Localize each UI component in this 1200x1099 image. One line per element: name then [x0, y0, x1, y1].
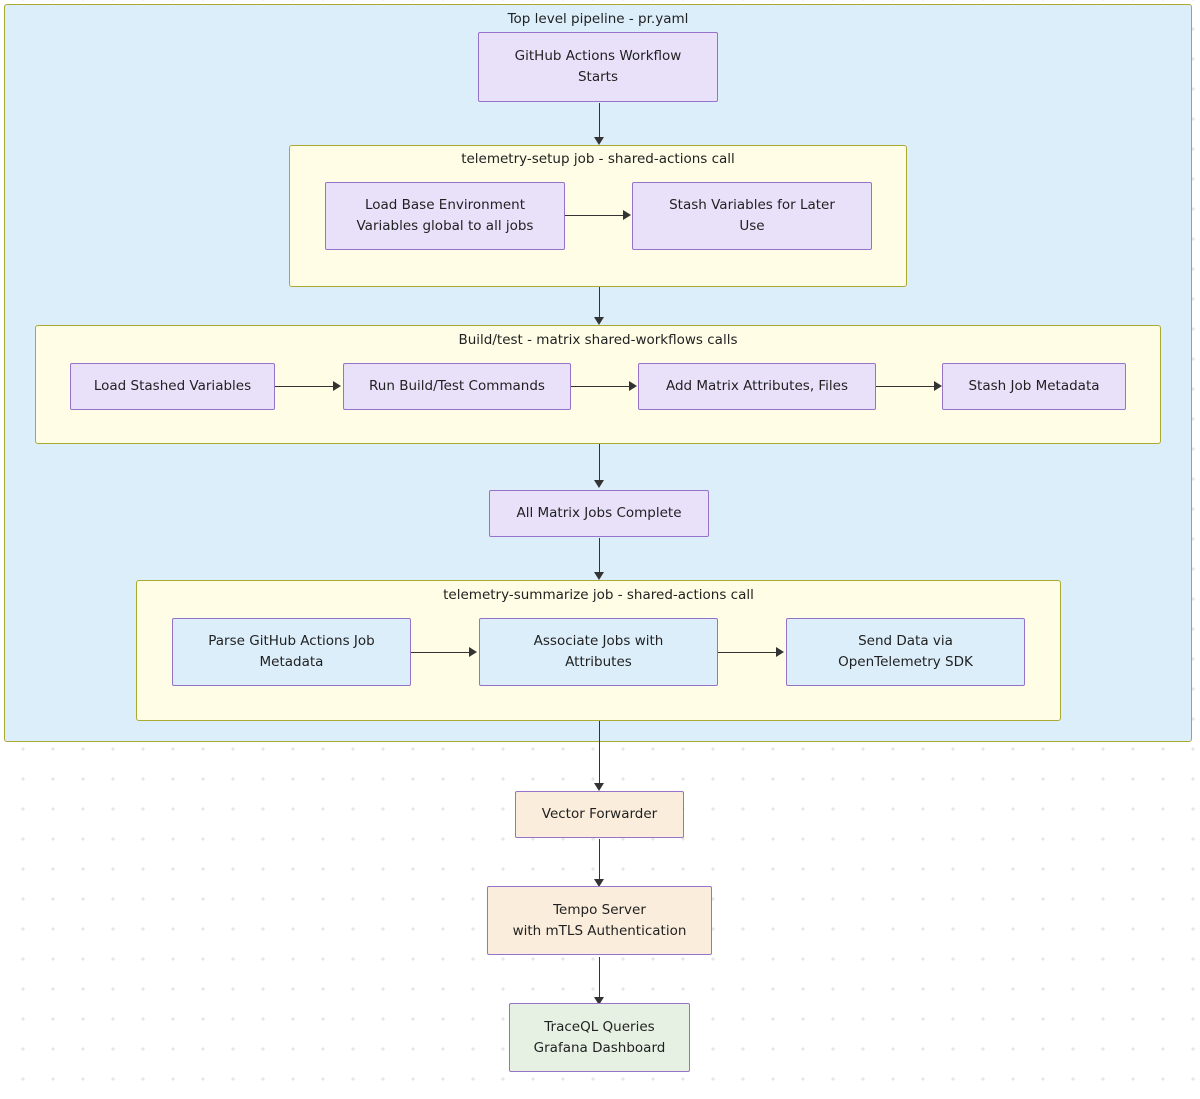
node-send-data-via-opentelemetry-sdk[interactable]: Send Data via OpenTelemetry SDK — [786, 618, 1025, 686]
node-traceql-grafana-dashboard-line-2: Grafana Dashboard — [533, 1039, 666, 1056]
node-workflow-start-line-1: GitHub Actions Workflow — [514, 48, 682, 64]
node-tempo-server[interactable]: Tempo Server with mTLS Authentication — [487, 886, 712, 955]
node-parse-github-actions-job-metadata[interactable]: Parse GitHub Actions Job Metadata — [172, 618, 411, 686]
node-associate-jobs-with-attributes[interactable]: Associate Jobs with Attributes — [479, 618, 718, 686]
container-title-telemetry-setup: telemetry-setup job - shared-actions cal… — [461, 151, 735, 167]
node-associate-jobs-with-attributes-line-2: Attributes — [565, 654, 632, 670]
node-add-matrix-attributes-line-1: Add Matrix Attributes, Files — [665, 378, 849, 394]
edge-vector-to-tempo — [599, 839, 601, 885]
container-title-telemetry-summarize: telemetry-summarize job - shared-actions… — [443, 587, 754, 603]
edge-allmatrix-to-summarize — [599, 538, 601, 576]
node-add-matrix-attributes[interactable]: Add Matrix Attributes, Files — [638, 363, 876, 410]
node-all-matrix-jobs-complete[interactable]: All Matrix Jobs Complete — [489, 490, 709, 537]
node-workflow-start-line-2: Starts — [577, 69, 618, 85]
edge-start-to-setup — [599, 103, 601, 139]
edge-start-to-setup-arrow — [594, 137, 604, 145]
node-parse-github-actions-job-metadata-line-2: Metadata — [259, 654, 324, 670]
edge-tempo-to-traceql — [599, 957, 601, 1003]
edge-buildtest-to-allmatrix — [599, 444, 601, 482]
node-associate-jobs-with-attributes-line-1: Associate Jobs with — [533, 633, 664, 649]
node-tempo-server-line-2: with mTLS Authentication — [512, 922, 687, 939]
node-run-build-test-commands-line-1: Run Build/Test Commands — [369, 378, 545, 394]
edge-buildtest-to-allmatrix-arrow — [594, 480, 604, 488]
edge-runbuild-to-addmatrix-arrow — [629, 381, 637, 391]
edge-parsemeta-to-associate — [411, 652, 471, 654]
node-stash-job-metadata-line-1: Stash Job Metadata — [968, 378, 1100, 394]
node-load-base-environment-line-2: Variables global to all jobs — [356, 218, 534, 234]
node-all-matrix-jobs-complete-line-1: All Matrix Jobs Complete — [516, 505, 682, 521]
node-run-build-test-commands[interactable]: Run Build/Test Commands — [343, 363, 571, 410]
edge-tempo-to-traceql-arrow — [594, 997, 604, 1005]
edge-loadstash-to-runbuild-arrow — [333, 381, 341, 391]
edge-runbuild-to-addmatrix — [571, 386, 631, 388]
node-vector-forwarder-line-1: Vector Forwarder — [541, 806, 658, 822]
node-load-base-environment[interactable]: Load Base Environment Variables global t… — [325, 182, 565, 250]
edge-addmatrix-to-stashmeta — [876, 386, 936, 388]
edge-summarize-to-vector — [599, 721, 601, 787]
edge-loadbase-to-stashvars — [565, 215, 625, 217]
node-parse-github-actions-job-metadata-line-1: Parse GitHub Actions Job — [208, 633, 375, 649]
node-traceql-grafana-dashboard-line-1: TraceQL Queries — [544, 1018, 655, 1035]
edge-vector-to-tempo-arrow — [594, 879, 604, 887]
node-workflow-start[interactable]: GitHub Actions Workflow Starts — [478, 32, 718, 102]
node-load-stashed-variables-line-1: Load Stashed Variables — [93, 378, 252, 394]
edge-addmatrix-to-stashmeta-arrow — [934, 381, 942, 391]
edge-setup-to-buildtest — [599, 287, 601, 319]
container-title-build-test: Build/test - matrix shared-workflows cal… — [458, 332, 738, 348]
node-traceql-grafana-dashboard[interactable]: TraceQL Queries Grafana Dashboard — [509, 1003, 690, 1072]
edge-associate-to-senddata — [718, 652, 778, 654]
node-send-data-via-opentelemetry-sdk-line-2: OpenTelemetry SDK — [838, 654, 973, 670]
edge-associate-to-senddata-arrow — [776, 647, 784, 657]
node-send-data-via-opentelemetry-sdk-line-1: Send Data via — [858, 633, 953, 649]
node-load-base-environment-line-1: Load Base Environment — [364, 197, 526, 213]
node-stash-variables-line-1: Stash Variables for Later — [669, 197, 835, 213]
container-title-top-level-pipeline: Top level pipeline - pr.yaml — [507, 11, 689, 27]
edge-parsemeta-to-associate-arrow — [469, 647, 477, 657]
edge-summarize-to-vector-arrow — [594, 783, 604, 791]
node-load-stashed-variables[interactable]: Load Stashed Variables — [70, 363, 275, 410]
node-tempo-server-line-1: Tempo Server — [553, 901, 646, 918]
edge-loadstash-to-runbuild — [275, 386, 335, 388]
node-stash-variables-line-2: Use — [739, 218, 765, 234]
edge-allmatrix-to-summarize-arrow — [594, 572, 604, 580]
edge-loadbase-to-stashvars-arrow — [623, 210, 631, 220]
node-stash-variables[interactable]: Stash Variables for Later Use — [632, 182, 872, 250]
node-stash-job-metadata[interactable]: Stash Job Metadata — [942, 363, 1126, 410]
node-vector-forwarder[interactable]: Vector Forwarder — [515, 791, 684, 838]
edge-setup-to-buildtest-arrow — [594, 317, 604, 325]
